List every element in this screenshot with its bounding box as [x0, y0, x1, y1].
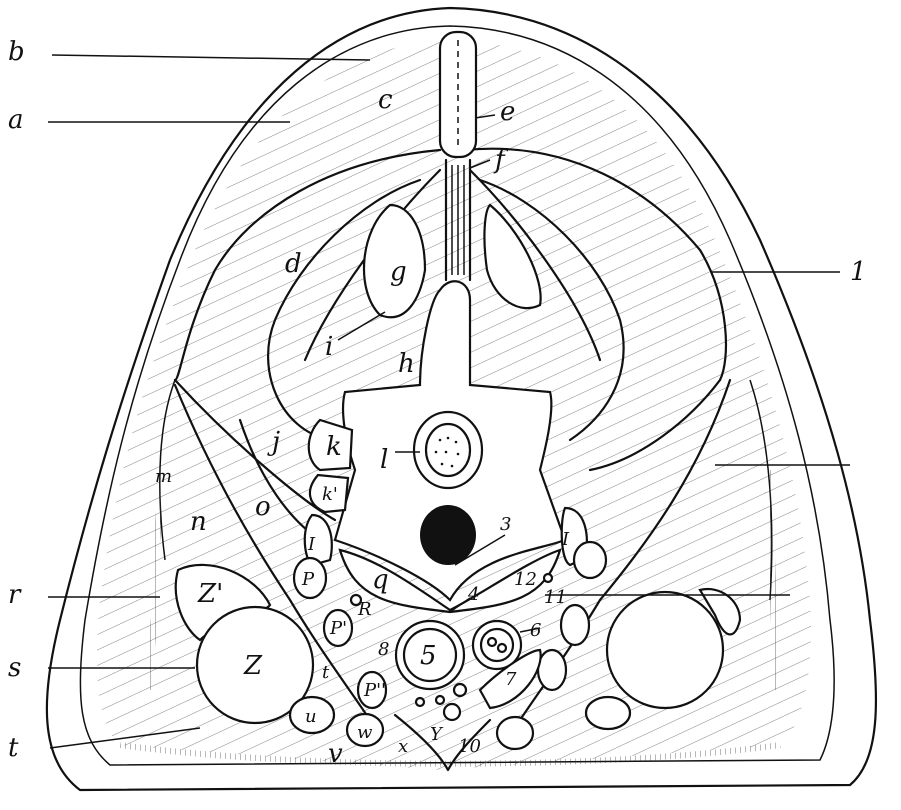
label-Z: Z [243, 651, 263, 681]
label-P-prime: P' [329, 618, 347, 639]
label-8: 8 [378, 639, 389, 660]
label-P-double: P'' [363, 680, 386, 701]
label-w: w [357, 722, 373, 743]
label-r: r [8, 580, 22, 610]
label-R: R [357, 599, 372, 620]
label-I-right: I [561, 529, 570, 550]
label-l: l [380, 445, 388, 475]
label-n: n [190, 507, 207, 537]
body-right-1 [574, 542, 606, 578]
label-10: 10 [458, 736, 481, 757]
label-6: 6 [530, 620, 541, 641]
label-d: d [285, 249, 302, 279]
label-4: 4 [467, 584, 479, 605]
label-q: q [372, 565, 389, 595]
label-1: 1 [850, 257, 867, 287]
label-h: h [398, 349, 415, 379]
body-right-2 [561, 605, 589, 645]
label-5: 5 [420, 641, 437, 671]
label-i: i [325, 332, 333, 362]
label-P: P [301, 569, 315, 590]
label-s: s [8, 653, 21, 683]
label-k: k [326, 432, 342, 462]
label-t: t [8, 733, 19, 763]
body-right-u [586, 697, 630, 729]
label-x: x [398, 736, 408, 757]
label-3: 3 [500, 514, 511, 535]
label-m: m [155, 466, 172, 487]
label-o: o [255, 492, 271, 522]
label-b: b [8, 37, 25, 67]
label-g: g [390, 257, 407, 287]
label-7: 7 [505, 669, 517, 690]
body-right-3 [538, 650, 566, 690]
label-Z-prime: Z' [197, 579, 223, 609]
label-e: e [500, 97, 515, 127]
label-a: a [8, 105, 24, 135]
label-k-prime: k' [322, 484, 338, 505]
label-11: 11 [544, 587, 567, 608]
label-u: u [305, 706, 317, 727]
label-c: c [378, 85, 393, 115]
label-v: v [328, 739, 343, 769]
label-I-left: I [307, 534, 316, 555]
label-t-small: t [322, 662, 330, 683]
body-right-lower [497, 717, 533, 749]
label-12: 12 [514, 569, 537, 590]
